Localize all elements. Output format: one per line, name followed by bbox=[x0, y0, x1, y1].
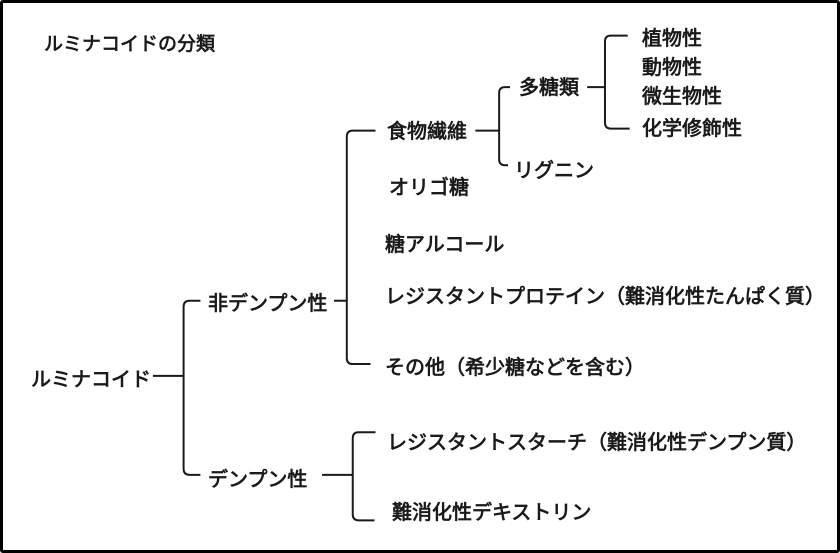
node-oligosaccharide: オリゴ糖 bbox=[389, 177, 469, 199]
bracket-root-children bbox=[182, 299, 201, 476]
node-indigestible-dextrin: 難消化性デキストリン bbox=[392, 502, 592, 524]
node-plant-origin: 植物性 bbox=[642, 28, 702, 50]
node-resistant-starch: レジスタントスターチ（難消化性デンプン質） bbox=[387, 432, 807, 454]
node-others: その他（希少糖などを含む） bbox=[385, 357, 645, 379]
bracket-fiber-children bbox=[498, 86, 511, 167]
node-animal-origin: 動物性 bbox=[642, 57, 702, 79]
bracket-polysaccharide-children bbox=[603, 34, 630, 130]
tree-connector-lines bbox=[152, 34, 630, 522]
node-microbial-origin: 微生物性 bbox=[642, 86, 722, 108]
diagram-title: ルミナコイドの分類 bbox=[44, 34, 216, 55]
node-chemically-modified: 化学修飾性 bbox=[642, 118, 742, 140]
node-sugar-alcohol: 糖アルコール bbox=[385, 234, 505, 256]
node-starch: デンプン性 bbox=[208, 469, 308, 491]
node-dietary-fiber: 食物繊維 bbox=[387, 121, 467, 143]
node-polysaccharide: 多糖類 bbox=[519, 77, 579, 99]
node-luminacoid: ルミナコイド bbox=[31, 369, 151, 391]
node-lignin: リグニン bbox=[514, 160, 594, 182]
node-non-starch: 非デンプン性 bbox=[208, 293, 328, 315]
node-resistant-protein: レジスタントプロテイン（難消化性たんぱく質） bbox=[385, 286, 825, 308]
bracket-starch-children bbox=[351, 431, 376, 522]
bracket-non-starch-children bbox=[345, 129, 376, 366]
